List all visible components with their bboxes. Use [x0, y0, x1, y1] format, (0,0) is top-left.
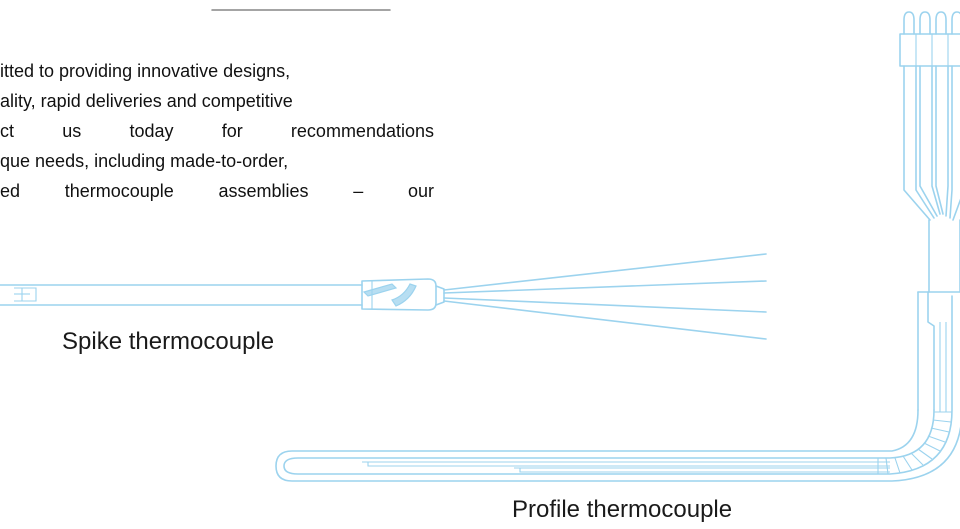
spike-collar-hatch-a: [362, 283, 398, 297]
profile-wire-4b: [952, 198, 960, 221]
profile-sensor-wire-a: [362, 461, 890, 467]
bend-segments: [877, 411, 952, 475]
profile-wire-3b: [945, 65, 949, 217]
spike-transition: [435, 285, 445, 306]
profile-wire-2b: [931, 65, 941, 215]
pin-4: [951, 11, 960, 35]
intro-line-4: que needs, including made-to-order,: [0, 151, 289, 171]
profile-sheath-outer: [275, 409, 960, 482]
spike-thermocouple-caption: Spike thermocouple: [62, 328, 275, 355]
spike-collar-hatch-b: [391, 283, 417, 307]
connector-pins: [899, 11, 960, 67]
spike-wire-4: [443, 300, 767, 340]
profile-wire-1: [903, 65, 931, 221]
profile-sheath-inner: [283, 295, 953, 475]
spike-tip-detail: [14, 287, 37, 302]
profile-wire-2: [919, 65, 938, 217]
spike-wire-2: [443, 280, 767, 294]
intro-line-1: itted to providing innovative designs,: [0, 61, 291, 81]
profile-wire-3: [935, 65, 944, 215]
intro-line-5: ed thermocouple assemblies – our: [0, 181, 434, 201]
profile-wire-4: [949, 65, 953, 219]
profile-sensor-wire-b: [514, 467, 890, 473]
profile-sleeve-inner: [927, 291, 935, 411]
pin-3: [935, 11, 947, 35]
intro-line-3: ct us today for recommendations: [0, 121, 434, 141]
pin-1: [903, 11, 915, 35]
profile-wire-1b: [915, 65, 935, 219]
spike-wire-1: [443, 253, 767, 291]
intro-line-2: ality, rapid deliveries and competitive: [0, 91, 293, 111]
profile-thermocouple-illustration: [275, 11, 960, 482]
spike-wire-3: [443, 297, 767, 313]
spike-thermocouple-illustration: [0, 253, 767, 340]
pin-housing-dividers: [915, 34, 949, 66]
pin-2: [919, 11, 931, 35]
pin-housing: [899, 33, 960, 67]
spike-collar: [361, 278, 437, 311]
profile-thermocouple-caption: Profile thermocouple: [512, 496, 733, 523]
